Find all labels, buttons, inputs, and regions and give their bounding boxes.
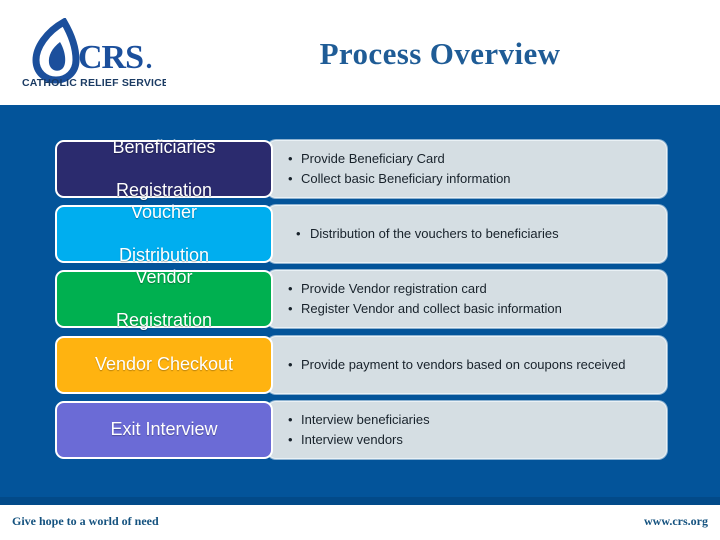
crs-drop-logo-icon: CRS CATHOLIC RELIEF SERVICES [22, 18, 166, 89]
step-label-line1: Vendor Checkout [94, 354, 234, 375]
process-step-row[interactable]: Exit Interview Interview beneficiaries I… [55, 401, 667, 459]
step-label-line2: Distribution [118, 244, 210, 265]
step-label-beneficiaries-registration[interactable]: Beneficiaries Registration [55, 137, 273, 200]
step-label-vendor-registration[interactable]: Vendor Registration [55, 267, 273, 330]
step-detail-panel: Interview beneficiaries Interview vendor… [267, 401, 667, 459]
svg-text:CRS: CRS [78, 39, 143, 76]
process-step-row[interactable]: Vendor Registration Provide Vendor regis… [55, 267, 667, 330]
slide-footer: Give hope to a world of need www.crs.org [0, 505, 720, 540]
footer-tagline: Give hope to a world of need [12, 514, 159, 528]
slide-header: CRS CATHOLIC RELIEF SERVICES Process Ove… [0, 0, 720, 105]
step-bullet: Interview beneficiaries [288, 410, 656, 430]
step-bullet: Interview vendors [288, 430, 656, 450]
step-detail-panel: Provide Beneficiary Card Collect basic B… [267, 140, 667, 198]
step-detail-panel: Distribution of the vouchers to benefici… [267, 205, 667, 263]
process-step-row[interactable]: Vendor Checkout Provide payment to vendo… [55, 336, 667, 394]
svg-text:CATHOLIC RELIEF SERVICES: CATHOLIC RELIEF SERVICES [22, 77, 166, 89]
step-label-line2: Registration [115, 309, 213, 330]
step-bullet: Distribution of the vouchers to benefici… [288, 224, 656, 244]
step-bullet: Provide Beneficiary Card [288, 149, 656, 169]
process-step-row[interactable]: Beneficiaries Registration Provide Benef… [55, 137, 667, 200]
step-bullet: Provide Vendor registration card [288, 279, 656, 299]
step-label-line1: Voucher [130, 202, 198, 223]
step-bullet: Register Vendor and collect basic inform… [288, 299, 656, 319]
band-bottom-shade [0, 497, 720, 505]
page-title: Process Overview [319, 36, 561, 71]
step-detail-panel: Provide Vendor registration card Registe… [267, 270, 667, 328]
step-label-voucher-distribution[interactable]: Voucher Distribution [55, 202, 273, 265]
crs-logo: CRS CATHOLIC RELIEF SERVICES [16, 18, 166, 90]
step-label-line1: Exit Interview [110, 419, 218, 440]
step-label-line1: Beneficiaries [112, 137, 216, 158]
step-bullet: Provide payment to vendors based on coup… [288, 355, 656, 375]
step-label-exit-interview[interactable]: Exit Interview [55, 401, 273, 459]
process-step-row[interactable]: Voucher Distribution Distribution of the… [55, 202, 667, 265]
footer-website-url[interactable]: www.crs.org [644, 514, 708, 528]
step-label-line2: Registration [115, 179, 213, 200]
step-label-vendor-checkout[interactable]: Vendor Checkout [55, 336, 273, 394]
step-bullet: Collect basic Beneficiary information [288, 169, 656, 189]
step-detail-panel: Provide payment to vendors based on coup… [267, 336, 667, 394]
step-label-line1: Vendor [135, 267, 193, 288]
